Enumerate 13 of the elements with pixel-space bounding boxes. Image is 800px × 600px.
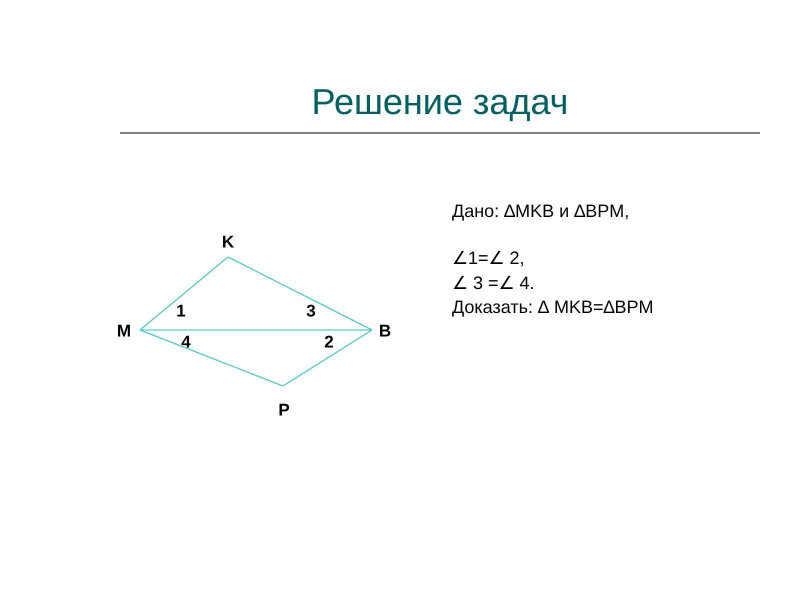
given-text: Дано: ∆MKB и ∆BPM, xyxy=(452,202,630,220)
condition-text: ∠ 3 =∠ 4. xyxy=(452,274,535,292)
angle-number: 3 xyxy=(306,302,316,320)
angle-number: 2 xyxy=(324,334,334,350)
angle-number: 4 xyxy=(181,334,191,350)
vertex-label: B xyxy=(378,322,392,340)
vertex-label: K xyxy=(222,234,234,250)
slide-title: Решение задач xyxy=(310,84,570,120)
condition-text: ∠1=∠ 2, xyxy=(452,249,525,267)
angle-number: 1 xyxy=(176,302,186,320)
vertex-label: M xyxy=(116,322,132,340)
prove-text: Доказать: ∆ MKB=∆BPM xyxy=(452,298,654,316)
vertex-label: P xyxy=(278,402,290,418)
